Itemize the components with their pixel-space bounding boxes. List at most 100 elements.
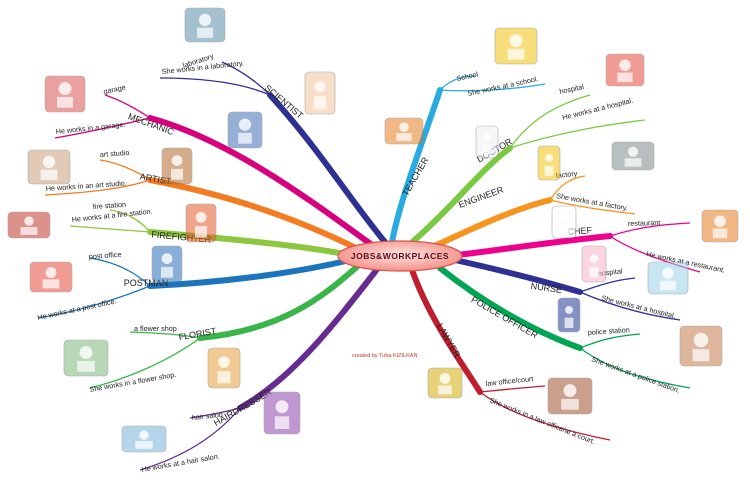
hospital-picture [605,53,645,87]
sentence-text-police: She works at a police station. [590,354,681,394]
branch-line-doctor [407,145,513,247]
sentence-line-postman [37,285,151,319]
teacher-picture [384,117,424,145]
branch-line-lawyer [409,267,483,395]
place-text-postman: post office [89,250,122,261]
job-label-chef: CHEF [567,225,593,237]
branch-line-nurse [452,257,583,295]
place-line-firefighter [109,209,151,233]
job-label-lawyer: LAWYER [435,322,463,360]
place-text-hairdresser: hair salon [191,410,223,422]
sentence-text-postman: He works at a post office. [37,296,118,322]
place-text-teacher: School [456,69,480,82]
place-line-postman [89,257,151,287]
branch-line-police [437,265,583,351]
branch-line-postman [147,257,353,289]
branch-line-engineer [427,197,553,251]
sentence-line-nurse [579,291,681,321]
place-line-mechanic [104,94,151,119]
chef-picture [551,205,577,239]
sentence-line-hairdresser [139,407,241,471]
place-line-teacher [439,75,476,91]
hairdresser-picture [263,391,301,435]
factory-picture [611,141,655,171]
branch-line-hairdresser [237,265,381,411]
mechanic-picture [227,111,263,149]
place-line-florist [129,331,201,339]
place-line-engineer [549,175,586,201]
firefighter-picture [185,203,217,243]
picture-layer [7,7,739,453]
place-text-doctor: hospital [559,82,585,96]
place-line-nurse [579,277,636,293]
lab-picture [184,7,226,43]
sentence-line-lawyer [479,391,611,441]
sentence-line-engineer [549,199,636,215]
nurse-hospital-picture [647,261,689,295]
garage-picture [44,75,86,113]
place-text-chef: restaurant [628,218,661,228]
post-office-picture [29,261,73,293]
sentence-text-nurse: She works at a hospital. [601,293,677,320]
school-picture [494,27,538,65]
fire-station-picture [7,211,51,239]
flower-shop-picture [63,339,109,377]
engineer-picture [537,145,561,181]
sentence-line-mechanic [54,117,151,139]
center-title: JOBS&WORKPLACES [351,251,449,261]
place-text-mechanic: garage [103,82,127,95]
scientist-picture [304,71,336,115]
place-text-firefighter: fire station [93,200,127,211]
sentence-text-doctor: He works at a hospital. [561,96,634,122]
place-text-engineer: factory [555,169,578,180]
place-text-lawyer: law office/court [485,374,533,388]
job-label-nurse: NURSE [530,281,563,295]
sentence-line-firefighter [69,225,151,233]
place-text-florist: a flower shop [134,324,177,333]
place-line-scientist [221,61,271,96]
job-label-mechanic: MECHANIC [127,111,176,137]
hair-salon-picture [121,425,167,453]
doctor-picture [475,125,499,159]
sentence-line-chef [609,235,701,273]
postman-picture [151,245,183,283]
place-line-lawyer [479,385,546,393]
place-line-artist [99,159,151,181]
florist-picture [207,347,241,389]
branch-line-artist [147,177,363,253]
place-line-chef [609,222,691,237]
place-line-doctor [509,94,591,149]
sentence-line-doctor [509,119,646,149]
branch-line-chef [447,233,613,259]
police-picture [557,297,581,333]
place-text-artist: art studio [100,148,130,159]
art-studio-picture [27,149,71,185]
sentence-text-mechanic: He works in a garage. [55,120,125,136]
branch-line-mechanic [147,115,375,248]
lawyer-picture [427,367,463,399]
sentence-line-scientist [159,77,271,96]
police-station-picture [679,325,723,367]
center-node[interactable]: JOBS&WORKPLACES [337,240,463,272]
branch-line-teacher [389,87,443,245]
place-text-police: police station [588,325,630,337]
sentence-line-artist [44,179,151,196]
sentence-line-police [579,347,691,389]
branch-line-firefighter [147,229,353,258]
branch-doctor[interactable]: DOCTORhospitalHe works at a hospital. [407,82,646,247]
branch-line-florist [197,261,363,341]
artist-picture [161,147,193,185]
credit-text: created by Tuba KIZILKAN [352,353,417,359]
branch-postman[interactable]: POSTMAN post office He works at a post off… [37,250,353,322]
branch-line-scientist [267,92,388,245]
law-office-picture [547,377,593,415]
nurse-picture [581,245,607,283]
job-label-postman: POSTMAN [124,278,169,288]
job-label-police: POLICE OFFICER [470,294,540,340]
sentence-line-florist [89,337,201,389]
place-text-nurse: hospital [597,266,623,278]
